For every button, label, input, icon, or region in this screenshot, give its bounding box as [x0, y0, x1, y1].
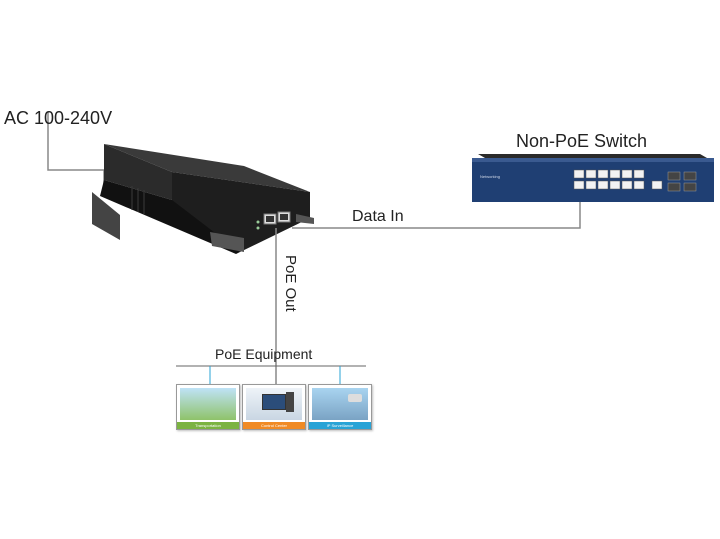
- camera-icon: [348, 394, 362, 402]
- poe-equipment-bus: [176, 365, 366, 384]
- ip-surveillance-caption: IP Surveillance: [309, 422, 371, 429]
- switch-sfp-ports: [667, 171, 697, 192]
- data-in-label: Data In: [352, 208, 404, 225]
- switch-label: Non-PoE Switch: [516, 131, 648, 151]
- monitor-icon: [262, 394, 286, 410]
- non-poe-switch: Networking: [472, 154, 714, 202]
- control-center-caption: Control Center: [243, 422, 305, 429]
- control-center-card: Control Center: [242, 384, 306, 430]
- transportation-card: Transportation: [176, 384, 240, 430]
- transportation-caption: Transportation: [177, 422, 239, 429]
- ac-input-label: AC 100-240V: [4, 108, 113, 128]
- injector-ports: [263, 211, 291, 225]
- svg-text:Networking: Networking: [480, 174, 500, 179]
- poe-equipment-label: PoE Equipment: [215, 346, 313, 362]
- switch-ports: [573, 169, 663, 190]
- computer-tower-icon: [286, 392, 294, 412]
- poe-injector: [92, 144, 314, 254]
- ip-surveillance-card: IP Surveillance: [308, 384, 372, 430]
- ip-surveillance-picture: [312, 388, 368, 420]
- poe-out-label: PoE Out: [282, 255, 299, 312]
- control-center-picture: [246, 388, 302, 420]
- data-in-cable: [292, 196, 581, 229]
- transportation-picture: [180, 388, 236, 420]
